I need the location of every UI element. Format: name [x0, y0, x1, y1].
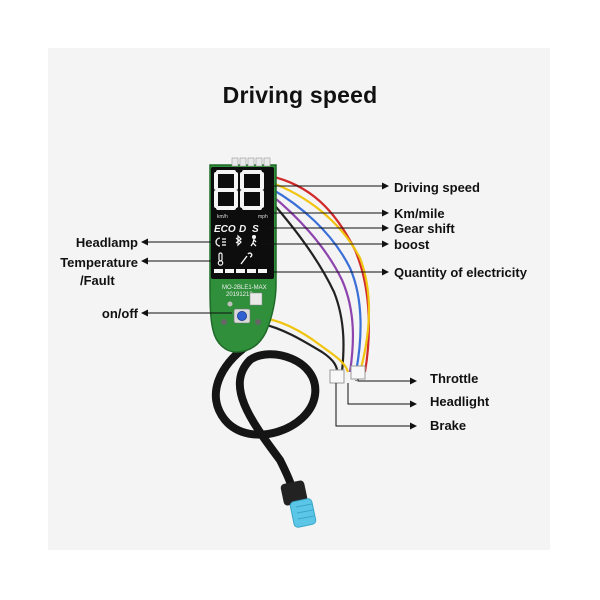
label-driving-speed: Driving speed — [394, 180, 480, 195]
board-component — [221, 319, 227, 325]
image-panel — [48, 48, 550, 550]
wrench-icon — [240, 252, 253, 265]
label-quantity-of-electricity: Quantity of electricity — [394, 265, 527, 280]
label-temperature: Temperature — [60, 255, 138, 270]
header-pins — [231, 157, 271, 167]
unit-kmh: km/h — [217, 214, 228, 220]
mode-s: S — [252, 224, 259, 235]
label-headlamp: Headlamp — [75, 235, 138, 250]
label-on-off: on/off — [101, 306, 138, 321]
label-km-mile: Km/mile — [394, 206, 445, 221]
battery-bars — [214, 269, 267, 273]
headlamp-icon — [215, 237, 226, 247]
speed-digits — [214, 170, 264, 210]
qr-sticker — [249, 292, 263, 306]
diagram-title: Driving speed — [222, 82, 378, 108]
callout-arrows — [141, 182, 417, 430]
label-brake: Brake — [430, 418, 467, 433]
label-gear-shift: Gear shift — [394, 221, 455, 236]
blue-connector — [280, 480, 317, 528]
label-throttle: Throttle — [430, 371, 479, 386]
label-headlight: Headlight — [430, 394, 490, 409]
power-button[interactable] — [236, 310, 247, 321]
label-fault: /Fault — [80, 273, 115, 288]
wire-harness — [261, 174, 371, 379]
main-cable — [211, 341, 320, 492]
mode-d: D — [239, 224, 246, 235]
thermometer-icon — [217, 252, 224, 266]
board-model-text: MO-2BLE1-MAX — [222, 285, 267, 291]
bluetooth-icon — [235, 234, 242, 247]
unit-mph: mph — [258, 214, 268, 220]
mode-eco: ECO — [214, 224, 236, 235]
lcd-display — [211, 167, 274, 279]
walking-person-icon — [250, 234, 257, 247]
label-boost: boost — [394, 237, 430, 252]
led-indicator — [227, 301, 233, 307]
board-component — [255, 319, 261, 325]
board-date-code: 20191213 — [226, 292, 253, 298]
